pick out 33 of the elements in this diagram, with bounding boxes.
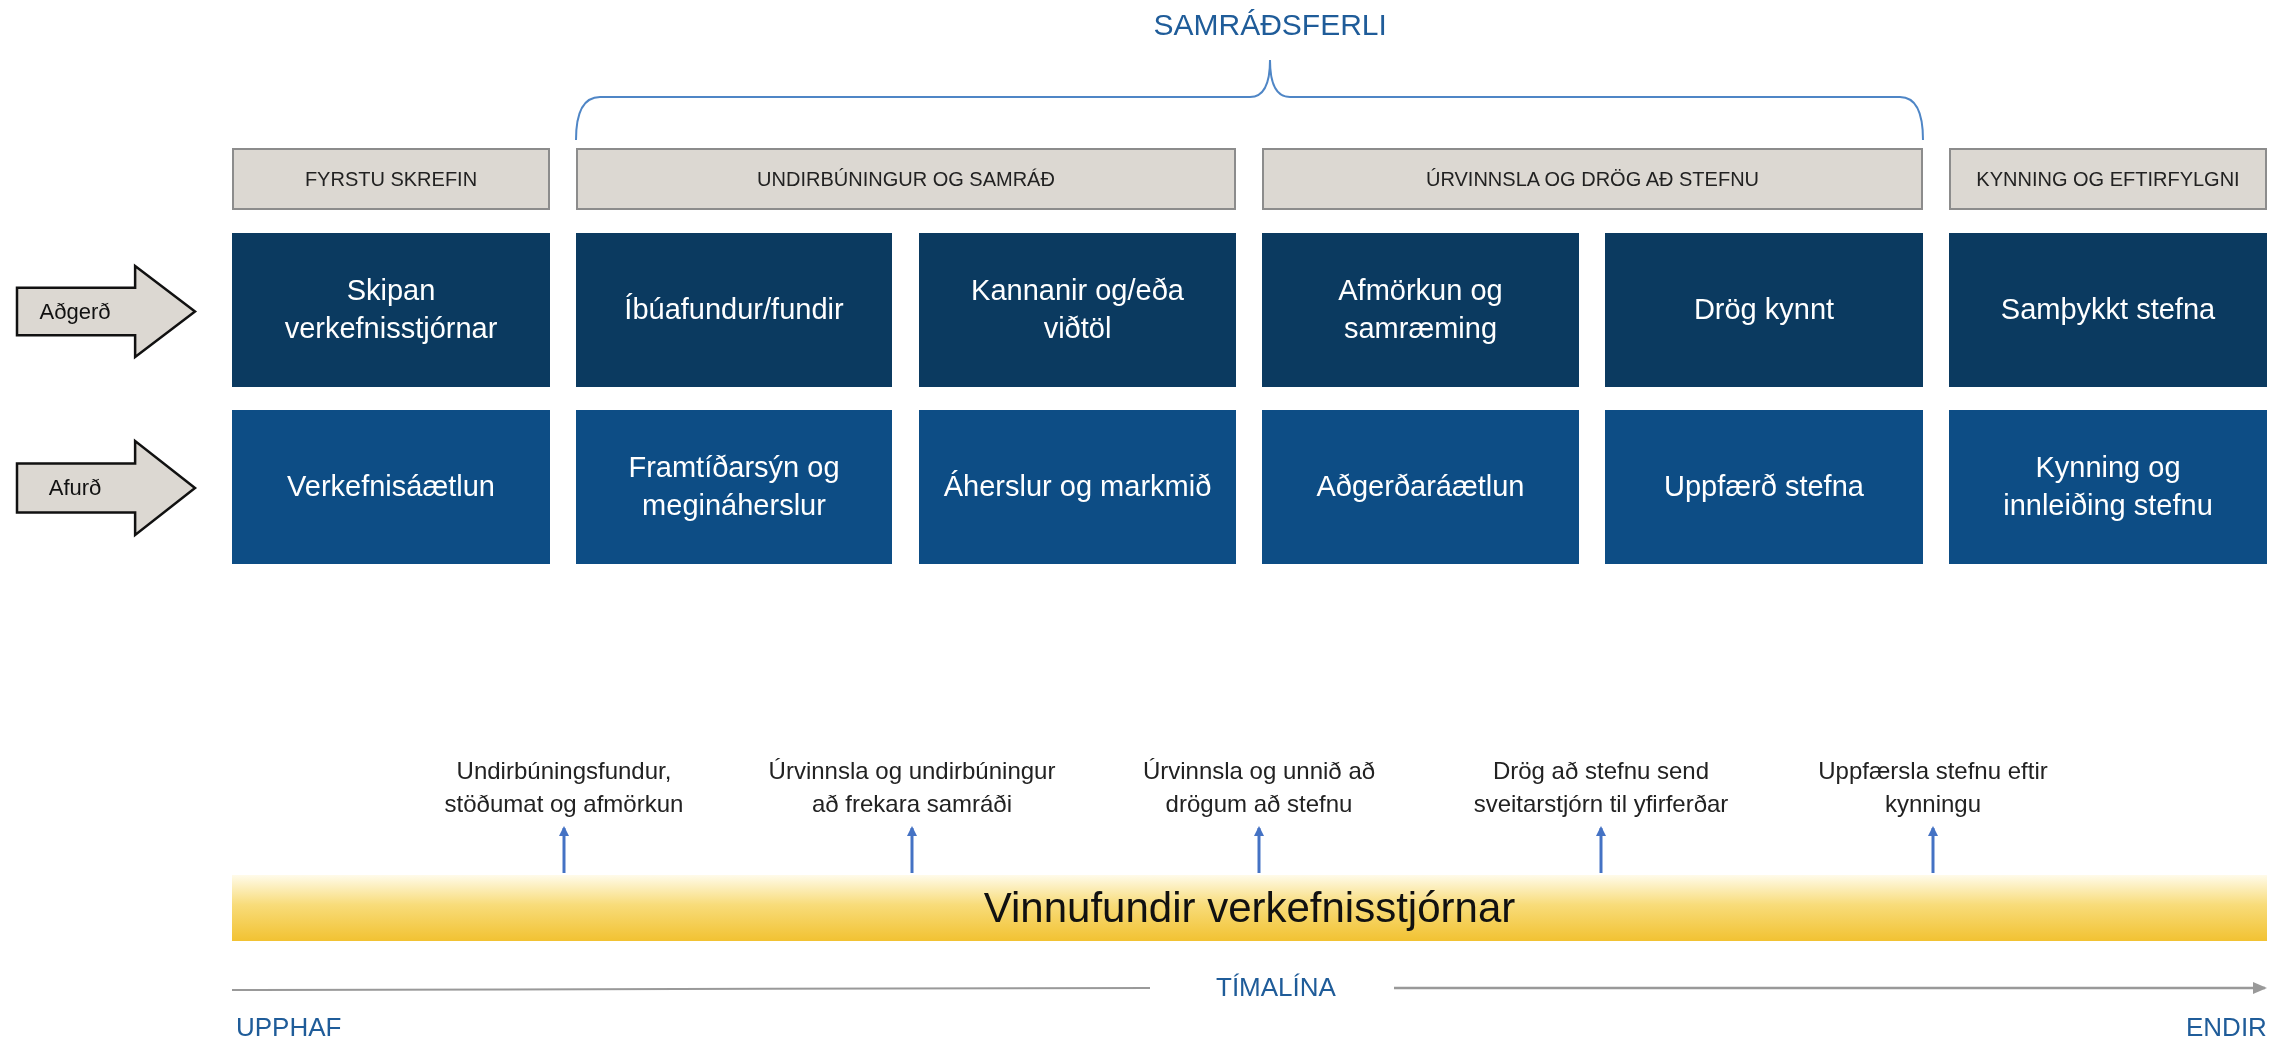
action-box: Kannanir og/eða viðtöl — [919, 233, 1236, 387]
row-label: Aðgerð — [38, 297, 112, 326]
meeting-band: Vinnufundir verkefnisstjórnar — [232, 875, 2267, 941]
arrow — [1596, 826, 1606, 873]
output-box: Aðgerðaráætlun — [1262, 410, 1579, 564]
phase-header: UNDIRBÚNINGUR OG SAMRÁÐ — [576, 148, 1236, 210]
action-box: Íbúafundur/fundir — [576, 233, 892, 387]
action-box: Drög kynnt — [1605, 233, 1923, 387]
milestone-note: Undirbúningsfundur, stöðumat og afmörkun — [409, 755, 719, 820]
phase-header: FYRSTU SKREFIN — [232, 148, 550, 210]
start-label: UPPHAF — [236, 1012, 342, 1043]
milestone-note: Drög að stefnu send sveitarstjórn til yfirferðar — [1446, 755, 1756, 820]
row-label: Afurð — [47, 474, 103, 502]
action-box: Skipan verkefnisstjórnar — [232, 233, 550, 387]
arrow — [907, 826, 917, 873]
output-box: Kynning og innleiðing stefnu — [1949, 410, 2267, 564]
arrow — [559, 826, 569, 873]
milestone-note: Uppfærsla stefnu eftir kynningu — [1778, 755, 2088, 820]
arrow — [1254, 826, 1264, 873]
end-label: ENDIR — [2186, 1012, 2267, 1043]
timeline-label: TÍMALÍNA — [1216, 972, 1336, 1003]
arrow — [1928, 826, 1938, 873]
output-box: Verkefnisáætlun — [232, 410, 550, 564]
phase-header: ÚRVINNSLA OG DRÖG AÐ STEFNU — [1262, 148, 1923, 210]
action-box: Samþykkt stefna — [1949, 233, 2267, 387]
output-box: Uppfærð stefna — [1605, 410, 1923, 564]
output-box: Áherslur og markmið — [919, 410, 1236, 564]
milestone-note: Úrvinnsla og undirbúningur að frekara samráði — [757, 755, 1067, 820]
group-title: SAMRÁÐSFERLI — [1153, 8, 1387, 42]
milestone-note: Úrvinnsla og unnið að drögum að stefnu — [1104, 755, 1414, 820]
output-box: Framtíðarsýn og megináherslur — [576, 410, 892, 564]
phase-header: KYNNING OG EFTIRFYLGNI — [1949, 148, 2267, 210]
action-box: Afmörkun og samræming — [1262, 233, 1579, 387]
